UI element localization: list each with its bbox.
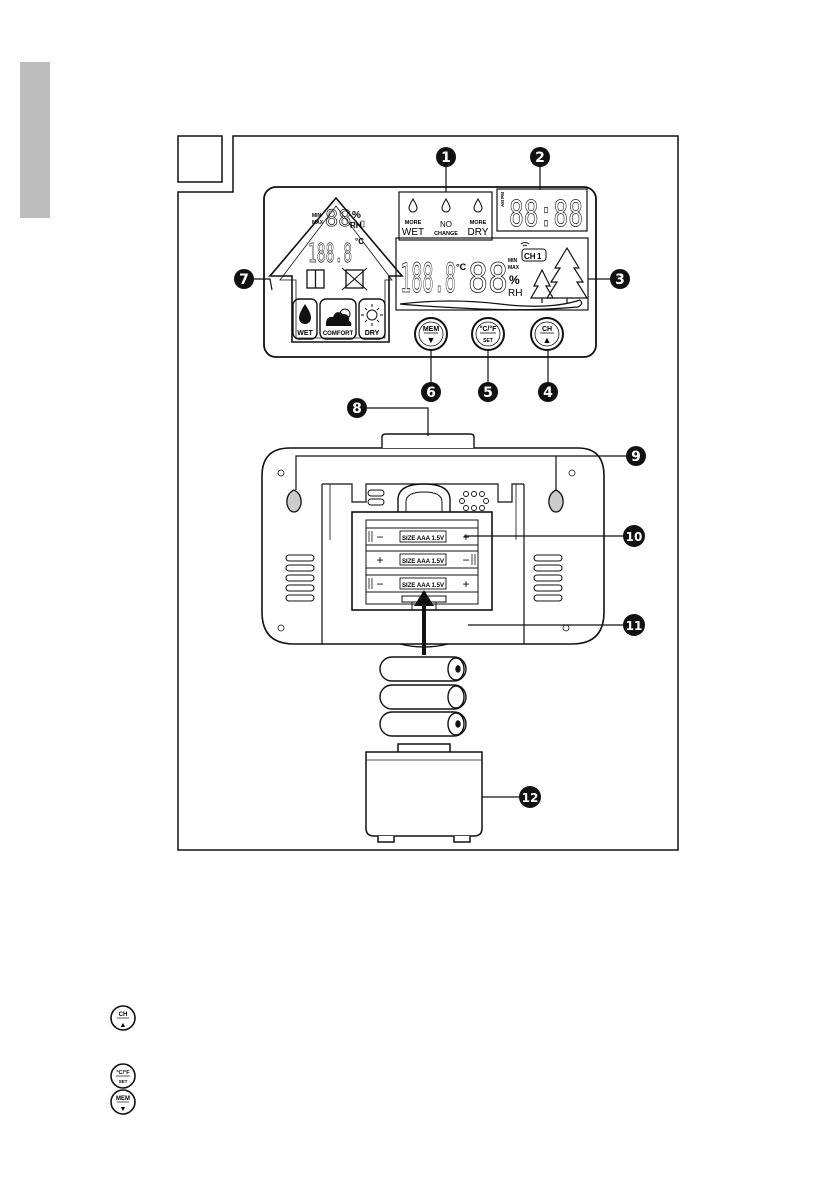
unit-button-bottom: SET [483, 338, 493, 344]
callout-11: 11 [623, 614, 645, 636]
callout-6: 6 [421, 382, 441, 402]
svg-text:+: + [376, 553, 383, 567]
outdoor-max-label: MAX [508, 265, 520, 271]
svg-text:4: 4 [543, 385, 553, 401]
callout-4: 4 [538, 382, 558, 402]
svg-text:8: 8 [352, 401, 362, 417]
indoor-max-label: MAX [312, 220, 324, 226]
trend-no-change: CHANGE [434, 231, 458, 237]
svg-text:9: 9 [631, 449, 641, 465]
figure-number-box [178, 136, 222, 182]
comfort-dry-label: DRY [365, 330, 380, 337]
svg-text:SET: SET [119, 1079, 128, 1084]
outdoor-min-label: MIN [508, 258, 518, 264]
callout-5: 5 [478, 382, 498, 402]
indoor-min-label: MIN [312, 213, 322, 219]
trend-no-change-top: NO [440, 220, 452, 229]
mem-button-top: MEM [423, 326, 440, 333]
callout-12: 12 [519, 786, 541, 808]
ch-button[interactable]: CH ▲ [531, 318, 563, 350]
clock-digits: 88:88 [509, 194, 583, 235]
callout-3: 3 [610, 269, 630, 289]
legend-mem-button-icon: MEM ▼ [111, 1090, 135, 1114]
indoor-temp-unit: °C [355, 237, 364, 246]
callout-9: 9 [626, 446, 646, 466]
indoor-rh: RH [350, 221, 362, 230]
comfort-comfort-label: COMFORT [323, 331, 354, 337]
outdoor-rh: RH [508, 288, 522, 299]
svg-text:11: 11 [626, 619, 643, 633]
svg-text:MEM: MEM [116, 1096, 130, 1102]
hanging-tab [382, 434, 474, 448]
trend-more-dry-top: MORE [470, 220, 487, 226]
mem-button[interactable]: MEM ▼ [415, 318, 447, 350]
comfort-wet-label: WET [297, 330, 313, 337]
indoor-temperature-digits: 188.8 [308, 239, 352, 269]
svg-text:2: 2 [535, 150, 545, 166]
legend-unit-set-button-icon: °C/°F SET [111, 1064, 135, 1088]
aaa-batteries [380, 657, 466, 736]
outdoor-humidity-digits: 88 [468, 256, 508, 302]
trend-more-dry: DRY [468, 227, 489, 238]
callout-10: 10 [623, 525, 645, 547]
battery-label-3: SIZE AAA 1.5V [402, 582, 445, 589]
outdoor-temp-unit: °C [456, 262, 467, 272]
callout-7: 7 [234, 269, 254, 289]
svg-text:10: 10 [626, 530, 643, 544]
outdoor-temperature-digits: 188.8 [400, 256, 456, 302]
ch-button-top: CH [542, 326, 552, 333]
mem-button-bottom: ▼ [427, 335, 436, 345]
battery-slot-1: − SIZE AAA 1.5V + [366, 528, 478, 545]
battery-slot-2: + SIZE AAA 1.5V − [366, 551, 478, 568]
svg-text:+: + [462, 530, 469, 544]
indoor-percent: % [352, 210, 361, 221]
svg-text:5: 5 [483, 385, 493, 401]
indoor-humidity-digits: 88 [325, 207, 352, 232]
svg-text:▼: ▼ [120, 1106, 127, 1113]
clock-am-pm: AM PM [500, 192, 505, 207]
trend-more-wet-top: MORE [405, 220, 422, 226]
battery-slot-3: − SIZE AAA 1.5V + [366, 575, 478, 592]
ch-button-bottom: ▲ [543, 335, 552, 345]
channel-label: CH [524, 252, 536, 261]
battery-cover [366, 744, 482, 842]
svg-text:°C/°F: °C/°F [116, 1070, 130, 1076]
svg-text:−: − [376, 530, 383, 544]
svg-text:+: + [462, 577, 469, 591]
legend-ch-button-icon: CH ▲ [111, 1006, 135, 1030]
callout-8: 8 [347, 398, 367, 418]
svg-text:6: 6 [426, 385, 436, 401]
svg-text:−: − [462, 553, 469, 567]
channel-number: 1 [537, 252, 542, 261]
svg-text:12: 12 [522, 791, 539, 805]
trend-more-wet: WET [402, 227, 424, 238]
callout-2: 2 [530, 147, 550, 167]
svg-text:CH: CH [119, 1012, 128, 1018]
outdoor-percent: % [509, 273, 520, 287]
battery-label-2: SIZE AAA 1.5V [402, 558, 445, 565]
svg-text:3: 3 [615, 272, 625, 288]
svg-text:1: 1 [441, 150, 451, 166]
battery-label-1: SIZE AAA 1.5V [402, 535, 445, 542]
unit-set-button[interactable]: °C/°F SET [472, 318, 504, 350]
svg-text:▲: ▲ [120, 1022, 127, 1029]
svg-text:−: − [376, 577, 383, 591]
unit-button-top: °C/°F [480, 325, 498, 333]
svg-text:7: 7 [239, 272, 249, 288]
callout-1: 1 [436, 147, 456, 167]
